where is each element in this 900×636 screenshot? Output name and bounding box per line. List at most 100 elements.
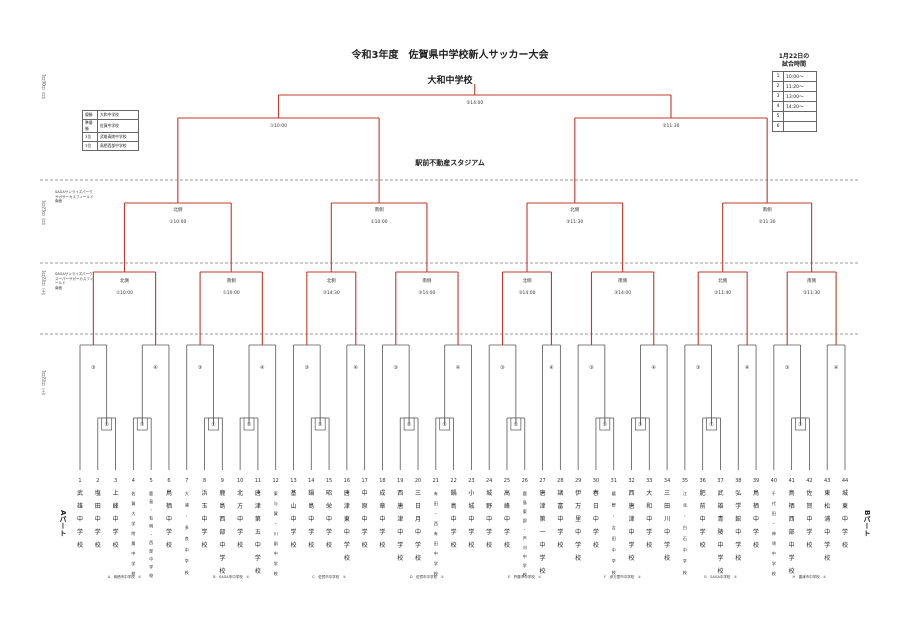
team-name-char: 津: [397, 516, 403, 523]
team-name-char: 青: [717, 515, 723, 523]
team-name-char: 良: [185, 535, 189, 541]
team-name-char: 学: [362, 528, 368, 536]
team-name-char: 佐: [131, 490, 135, 496]
team-name-char: 田: [664, 503, 670, 510]
team-name-char: 学: [664, 541, 670, 549]
part-b-label: Bパート: [863, 510, 871, 537]
team-name-char: 武: [77, 489, 83, 497]
team-name-char: 吉: [612, 525, 616, 530]
team-name-char: 津: [344, 503, 350, 510]
group-label: B SAGA市中学校 ①: [213, 574, 249, 579]
team-number: 13: [290, 478, 296, 484]
team-name-char: 玉: [202, 503, 208, 510]
team-name-char: 田: [434, 541, 438, 546]
round-r1-date: 1月22日（土）: [41, 370, 47, 398]
team-name-char: 附: [131, 530, 135, 536]
team-name-char: 中: [149, 555, 153, 561]
team-name-char: 学: [772, 560, 776, 566]
team-name-char: 五: [255, 529, 261, 536]
team-name-char: 大: [185, 490, 189, 496]
team-name-char: 学: [683, 558, 687, 564]
r16-time: ③14:00: [518, 290, 535, 296]
team-name-char: 城: [468, 503, 474, 510]
team-name-char: 学: [842, 528, 848, 536]
team-name-char: 学: [237, 528, 243, 536]
team-name-char: 学: [95, 528, 101, 536]
r16-side: 北側: [120, 277, 129, 284]
team-number: 44: [842, 478, 848, 484]
team-name-char: 雄: [717, 502, 723, 510]
team-name-char: 学: [735, 502, 741, 510]
r1-match-number: ③: [785, 365, 789, 371]
r16-side: 南側: [422, 277, 431, 284]
team-name-char: 津: [255, 503, 261, 510]
group-label: E 杵藤市中学校 ①: [508, 574, 541, 579]
team-name-char: 大: [646, 489, 652, 497]
team-name-char: ・: [185, 514, 189, 519]
team-number: 27: [539, 478, 545, 484]
team-number: 17: [361, 478, 367, 484]
team-name-char: 学: [131, 560, 135, 566]
team-name-char: 北: [683, 501, 687, 507]
team-name-char: 中: [326, 515, 332, 523]
team-name-char: 校: [735, 554, 741, 562]
team-name-char: 学: [274, 560, 278, 566]
r16-side: 南側: [227, 277, 236, 284]
team-name-char: 田: [612, 536, 616, 541]
team-name-char: 学: [789, 554, 795, 562]
team-name-char: 賀: [274, 510, 278, 516]
team-number: 23: [468, 478, 474, 484]
r16-side: 北側: [718, 277, 727, 284]
main-venue: 駅前不動産スタジアム: [415, 159, 485, 167]
team-name-char: 唐: [397, 502, 403, 510]
round-quarter-date: 1月23日（日）: [41, 200, 47, 228]
team-name-char: 浦: [824, 515, 830, 523]
team-number: 30: [593, 478, 599, 484]
r1-match-number: ④: [354, 365, 359, 371]
team-number: 32: [628, 478, 634, 484]
team-name-char: 川: [664, 516, 670, 523]
team-name-char: 学: [290, 528, 296, 536]
team-name-char: 代: [772, 500, 776, 506]
team-name-char: 中: [646, 515, 652, 523]
team-name-char: 校: [326, 541, 332, 549]
group-label: H 唐津市中学校 ①: [793, 574, 827, 579]
quarter-time: ②11:30: [759, 219, 776, 225]
team-name-char: 田: [772, 511, 776, 516]
team-name-char: 中: [95, 515, 101, 523]
group-label: D 佐賀市中学校 ①: [410, 574, 444, 579]
team-name-char: 昭: [326, 490, 332, 497]
team-number: 19: [397, 478, 403, 484]
team-name-char: 校: [806, 541, 812, 549]
team-name-char: 浦: [185, 501, 189, 507]
team-name-char: 唐: [255, 489, 261, 497]
team-name-char: 弘: [735, 489, 741, 497]
team-name-char: 学: [717, 554, 723, 562]
team-name-char: 東: [344, 515, 350, 523]
team-name-char: 日: [415, 503, 421, 510]
team-name-char: 館: [735, 515, 741, 523]
team-name-char: 中: [824, 528, 830, 536]
team-name-char: 校: [434, 570, 438, 576]
team-name-char: 中: [344, 528, 350, 536]
team-name-char: 学: [486, 528, 492, 536]
team-name-char: ・: [149, 507, 153, 512]
team-name-char: 学: [646, 528, 652, 536]
team-name-char: 学: [557, 528, 563, 536]
group-label: C 佐賀市中学校 ①: [312, 574, 346, 579]
team-name-char: 万: [575, 503, 581, 510]
team-name-char: 中: [717, 541, 723, 549]
team-name-char: 中: [166, 515, 172, 523]
team-number: 18: [379, 478, 385, 484]
team-name-char: 中: [629, 528, 635, 536]
team-name-char: 中: [593, 515, 599, 523]
team-number: 14: [308, 478, 314, 484]
team-name-char: 第: [255, 515, 261, 523]
team-name-char: 方: [237, 502, 243, 510]
team-name-char: 東: [274, 490, 278, 496]
quarter-side: 南側: [375, 206, 384, 213]
team-name-char: 島: [149, 498, 153, 504]
team-name-char: 鳥: [166, 489, 172, 497]
team-name-char: 校: [166, 541, 172, 549]
